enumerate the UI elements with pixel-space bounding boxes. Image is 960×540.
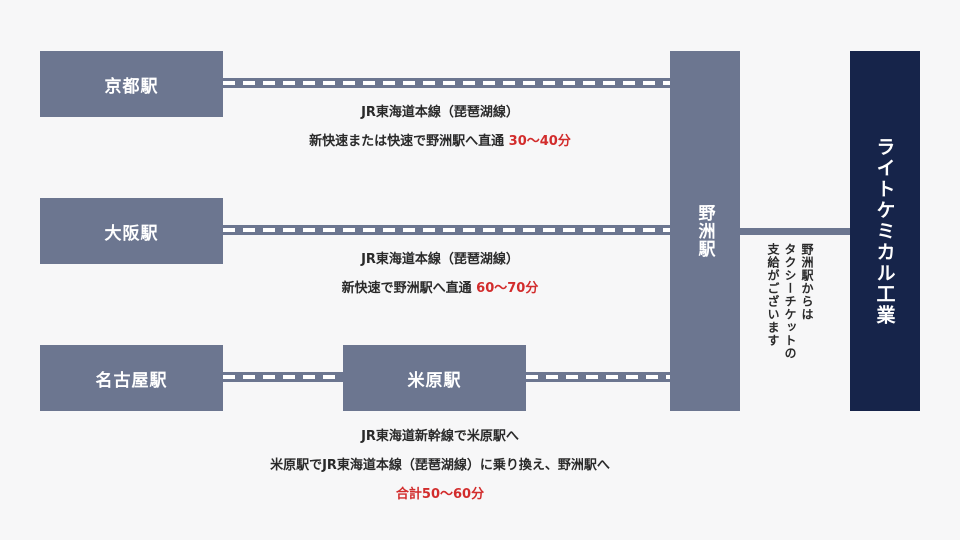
maibara-station: 米原駅 [343, 345, 526, 411]
rail-kyoto-yasu [223, 78, 670, 88]
yasu-station: 野洲駅 [670, 51, 740, 411]
yasu-station-label: 野洲駅 [694, 204, 715, 258]
taxi-note-col3: 支給がございます [766, 243, 780, 347]
rail-osaka-yasu [223, 225, 670, 235]
route-caption-osaka: JR東海道本線（琵琶湖線） 新快速で野洲駅へ直通 60〜70分 [230, 245, 650, 303]
route-caption-nagoya: JR東海道新幹線で米原駅へ 米原駅でJR東海道本線（琵琶湖線）に乗り換え、野洲駅… [200, 422, 680, 509]
route-nagoya-time: 合計50〜60分 [395, 487, 485, 502]
maibara-station-label: 米原駅 [407, 370, 462, 391]
company-name: ライトケミカル工業 [873, 136, 896, 326]
route-osaka-line2: 新快速で野洲駅へ直通 60〜70分 [230, 274, 650, 303]
route-caption-kyoto: JR東海道本線（琵琶湖線） 新快速または快速で野洲駅へ直通 30〜40分 [230, 98, 650, 156]
taxi-note: 野洲駅からは タクシーチケットの 支給がございます [764, 243, 815, 393]
nagoya-station: 名古屋駅 [40, 345, 223, 411]
route-nagoya-line2: 米原駅でJR東海道本線（琵琶湖線）に乗り換え、野洲駅へ [270, 458, 610, 473]
route-kyoto-desc: 新快速または快速で野洲駅へ直通 [309, 134, 509, 149]
osaka-station: 大阪駅 [40, 198, 223, 264]
taxi-note-col1: 野洲駅からは [800, 243, 814, 321]
kyoto-station: 京都駅 [40, 51, 223, 117]
connector-yasu-company [740, 228, 850, 235]
rail-maibara-yasu [526, 372, 670, 382]
rail-nagoya-maibara [223, 372, 343, 382]
route-nagoya-line1: JR東海道新幹線で米原駅へ [361, 429, 519, 444]
osaka-station-label: 大阪駅 [104, 223, 159, 244]
nagoya-station-label: 名古屋駅 [95, 370, 168, 391]
route-osaka-time: 60〜70分 [476, 281, 539, 296]
route-osaka-line1: JR東海道本線（琵琶湖線） [361, 252, 519, 267]
company-box: ライトケミカル工業 [850, 51, 920, 411]
route-kyoto-line2: 新快速または快速で野洲駅へ直通 30〜40分 [230, 127, 650, 156]
route-kyoto-time: 30〜40分 [508, 134, 571, 149]
route-osaka-desc: 新快速で野洲駅へ直通 [341, 281, 477, 296]
taxi-note-col2: タクシーチケットの [783, 243, 797, 360]
kyoto-station-label: 京都駅 [104, 76, 159, 97]
route-kyoto-line1: JR東海道本線（琵琶湖線） [361, 105, 519, 120]
